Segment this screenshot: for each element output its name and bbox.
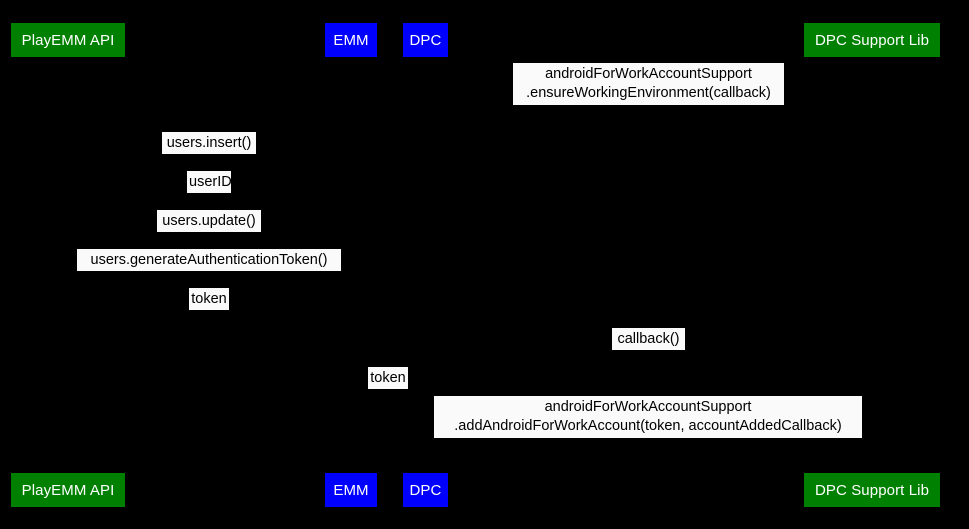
participant-label: PlayEMM API bbox=[21, 481, 115, 499]
participant-box-dpc-support-lib-bottom[interactable]: DPC Support Lib bbox=[804, 473, 940, 507]
message-label-ensure-working-environment: androidForWorkAccountSupport .ensureWork… bbox=[513, 63, 784, 105]
participant-box-emm-top[interactable]: EMM bbox=[325, 23, 377, 57]
message-label-add-android-for-work-account: androidForWorkAccountSupport .addAndroid… bbox=[434, 396, 862, 438]
participant-label: DPC bbox=[409, 481, 442, 499]
message-label-callback: callback() bbox=[612, 328, 685, 350]
participant-label: EMM bbox=[333, 31, 369, 49]
message-label-users-update: users.update() bbox=[157, 210, 261, 232]
participant-box-playemm-api-top[interactable]: PlayEMM API bbox=[11, 23, 125, 57]
message-label-user-id: userID bbox=[187, 171, 232, 193]
lifeline-playemm-api bbox=[68, 57, 69, 473]
participant-label: DPC Support Lib bbox=[814, 481, 930, 499]
message-label-users-generate-authentication-token: users.generateAuthenticationToken() bbox=[77, 249, 341, 271]
message-label-users-insert: users.insert() bbox=[162, 132, 256, 154]
participant-label: DPC Support Lib bbox=[814, 31, 930, 49]
lifeline-dpc-support-lib bbox=[872, 57, 873, 473]
participant-label: PlayEMM API bbox=[21, 31, 115, 49]
lifeline-emm bbox=[351, 57, 352, 473]
participant-box-dpc-support-lib-top[interactable]: DPC Support Lib bbox=[804, 23, 940, 57]
message-label-token-upper: token bbox=[189, 288, 229, 310]
message-label-token-lower: token bbox=[368, 367, 408, 389]
participant-label: DPC bbox=[409, 31, 442, 49]
lifeline-dpc bbox=[426, 57, 427, 473]
participant-label: EMM bbox=[333, 481, 369, 499]
participant-box-emm-bottom[interactable]: EMM bbox=[325, 473, 377, 507]
participant-box-dpc-top[interactable]: DPC bbox=[403, 23, 448, 57]
participant-box-playemm-api-bottom[interactable]: PlayEMM API bbox=[11, 473, 125, 507]
participant-box-dpc-bottom[interactable]: DPC bbox=[403, 473, 448, 507]
